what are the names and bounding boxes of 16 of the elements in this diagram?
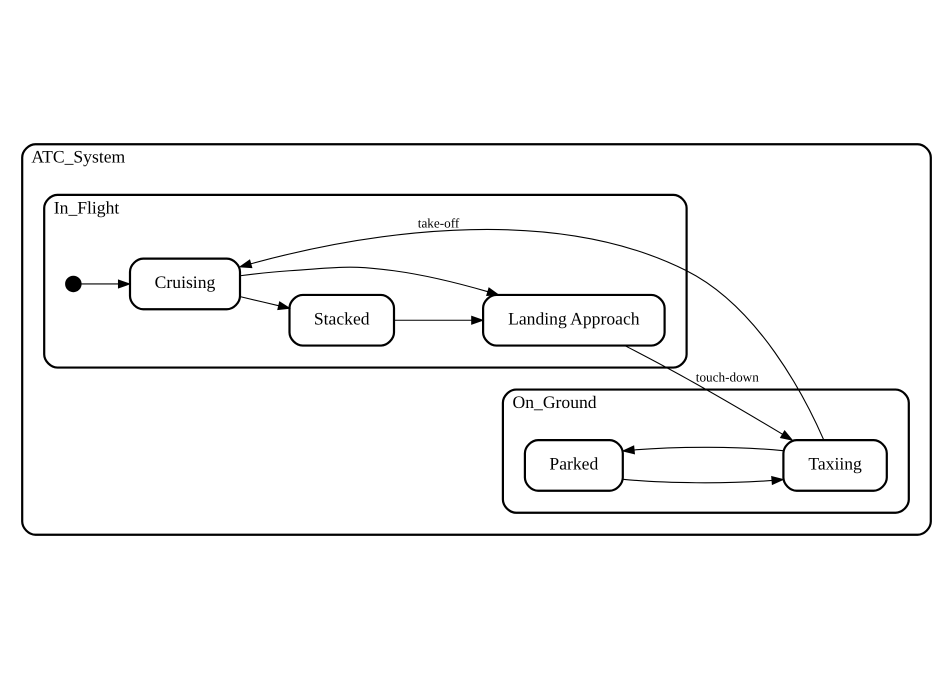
arrow [240, 296, 291, 310]
arrow [238, 228, 824, 440]
node-box: Landing Approach [482, 293, 666, 346]
arrow [394, 315, 484, 324]
arrow [624, 344, 793, 440]
node-box: Parked [523, 438, 624, 492]
edge-label: touch-down [695, 368, 758, 384]
edge-label: take-off [417, 214, 459, 230]
arrow [620, 444, 783, 454]
arrow [622, 475, 784, 485]
node-box: Cruising [128, 257, 241, 310]
arrow [80, 278, 131, 288]
node-box: Stacked [288, 293, 395, 346]
arrow [240, 266, 500, 296]
node-box: Taxiing [782, 438, 888, 492]
node-circle [64, 275, 82, 292]
